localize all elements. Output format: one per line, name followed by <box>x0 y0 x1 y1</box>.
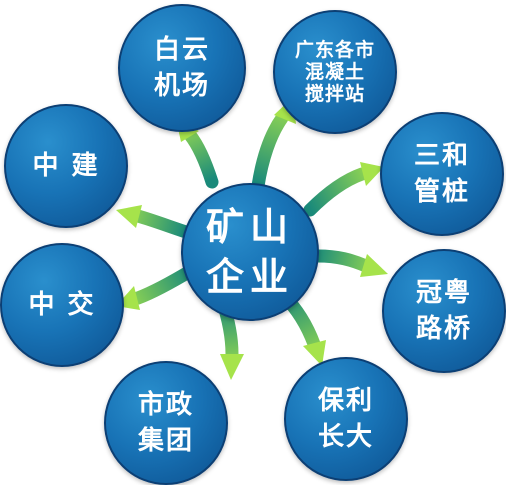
node-municipal-group: 市政 集团 <box>104 361 228 485</box>
node-label: 广东各市 混凝土 搅拌站 <box>294 39 375 105</box>
node-label: 三和 管桩 <box>413 141 470 207</box>
arrow-to-sanhe <box>303 162 384 217</box>
node-label: 保利 长大 <box>317 386 374 452</box>
node-baiyun-airport: 白云 机场 <box>118 4 246 132</box>
node-label: 白云 机场 <box>153 35 210 101</box>
node-guangdong-concrete-stations: 广东各市 混凝土 搅拌站 <box>273 10 397 134</box>
node-zhongjiao: 中 交 <box>0 243 124 367</box>
arrow-to-guanyue <box>311 249 388 277</box>
node-label: 冠粤 路桥 <box>415 278 472 344</box>
node-label: 中 交 <box>28 290 96 320</box>
center-node-mining-enterprise: 矿山 企业 <box>181 183 319 321</box>
arrow-to-zhongjiao <box>116 263 199 310</box>
node-label: 中 建 <box>32 151 100 181</box>
node-guanyue-road-bridge: 冠粤 路桥 <box>382 249 506 373</box>
node-label: 市政 集团 <box>137 390 194 456</box>
arrow-to-zhongjian <box>116 205 193 239</box>
node-sanhe-piles: 三和 管桩 <box>380 112 504 236</box>
node-zhongjian: 中 建 <box>4 104 128 228</box>
center-label: 矿山 企业 <box>205 205 294 299</box>
node-baoli-changda: 保利 长大 <box>284 357 408 481</box>
